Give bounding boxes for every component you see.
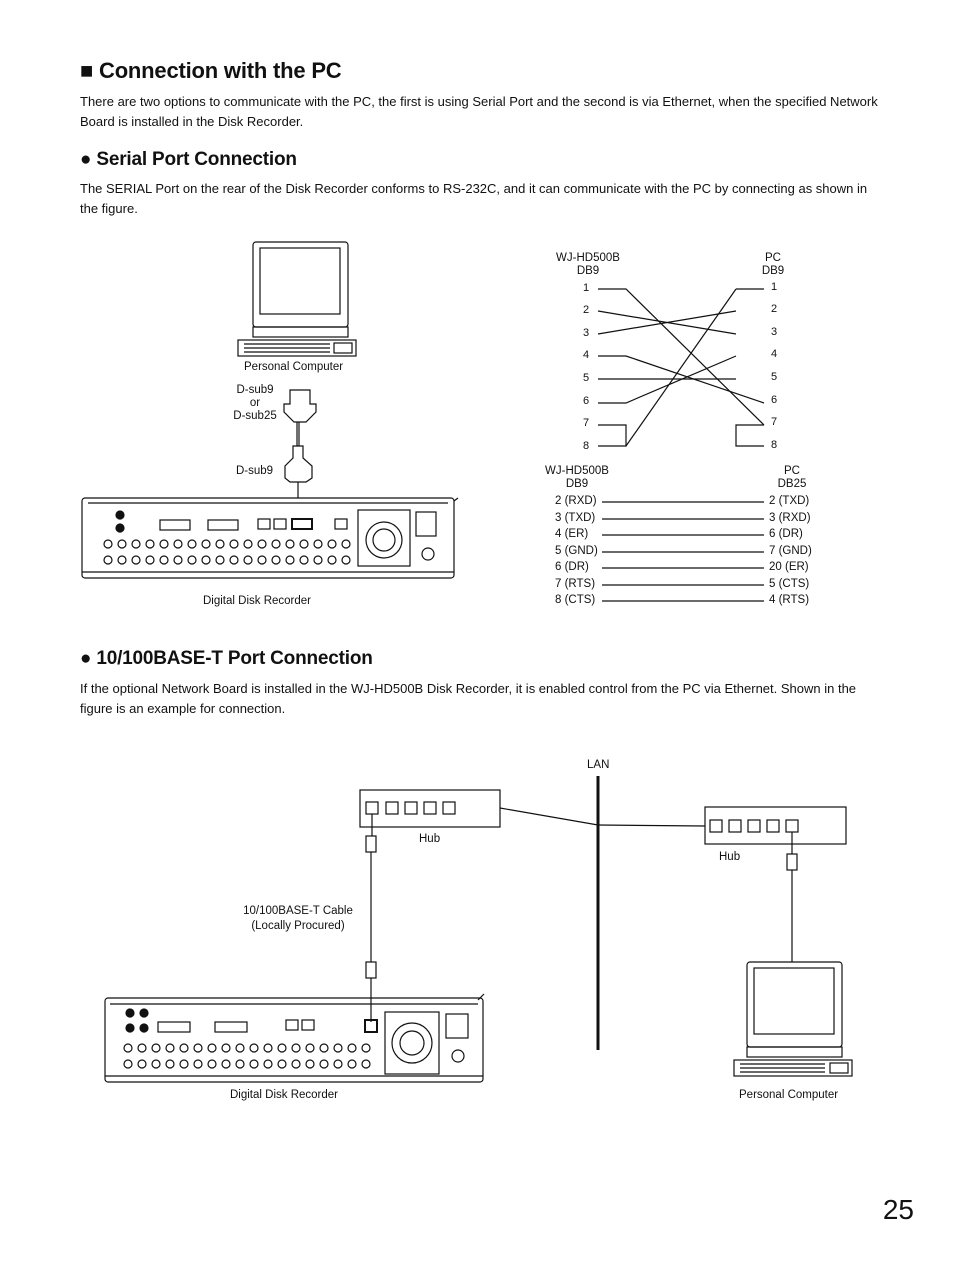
db9-left-pin: 1 <box>583 282 590 294</box>
db9-right-title-2: DB9 <box>761 265 785 277</box>
ethernet-recorder-bnc-row-2 <box>123 1059 371 1069</box>
page-number: 25 <box>882 1194 914 1225</box>
db9-right-title: PC DB9 <box>753 252 793 278</box>
db9-right-pin: 7 <box>771 416 778 428</box>
db25-left-pin: 4 (ER) <box>555 528 589 540</box>
db9-right-pin: 8 <box>771 439 778 451</box>
db25-left-pin: 8 (CTS) <box>555 594 596 606</box>
db25-right-pin: 6 (DR) <box>769 528 803 540</box>
db9-left-title: WJ-HD500B DB9 <box>553 252 623 278</box>
db9-left-pin: 4 <box>583 349 590 361</box>
db9-left-pin: 2 <box>583 304 590 316</box>
db25-wiring-lines <box>602 501 764 602</box>
ethernet-heading: ● 10/100BASE-T Port Connection <box>80 648 373 669</box>
db25-right-pin: 2 (TXD) <box>769 495 810 507</box>
ethernet-recorder-icon <box>104 993 485 1083</box>
section-heading: ■ Connection with the PC <box>80 58 342 83</box>
db25-left-pin: 6 (DR) <box>555 561 589 573</box>
db25-right-title-2: DB25 <box>777 478 807 490</box>
serial-recorder-bnc-row-2 <box>103 555 351 565</box>
intro-paragraph: There are two options to communicate wit… <box>80 94 878 129</box>
serial-heading: ● Serial Port Connection <box>80 149 297 170</box>
db9-right-pin: 4 <box>771 348 778 360</box>
db25-right-pin: 3 (RXD) <box>769 512 811 524</box>
dsub-top-line-3: D-sub25 <box>233 410 277 422</box>
db25-left-title-1: WJ-HD500B <box>545 465 609 477</box>
serial-recorder-label: Digital Disk Recorder <box>203 595 312 607</box>
db9-right-pin: 1 <box>771 281 778 293</box>
db25-left-pin: 5 (GND) <box>555 545 598 557</box>
db9-wiring-lines <box>597 288 765 447</box>
lan-right-branch <box>597 824 706 827</box>
db25-right-pin: 4 (RTS) <box>769 594 810 606</box>
db25-right-title-1: PC <box>784 465 800 477</box>
db9-left-title-2: DB9 <box>576 265 600 277</box>
db9-left-pin: 3 <box>583 327 590 339</box>
hub-right-icon <box>704 806 847 962</box>
cable-label: 10/100BASE-T Cable (Locally Procured) <box>234 904 362 934</box>
db25-left-pin: 2 (RXD) <box>555 495 597 507</box>
serial-cable-icon <box>283 389 317 498</box>
db25-right-title: PC DB25 <box>770 465 814 491</box>
cable-label-line-2: (Locally Procured) <box>251 920 345 932</box>
ethernet-recorder-label: Digital Disk Recorder <box>230 1089 339 1101</box>
serial-recorder-icon <box>81 497 459 579</box>
db25-left-pin: 3 (TXD) <box>555 512 596 524</box>
db25-right-pin: 5 (CTS) <box>769 578 810 590</box>
hub-left-icon <box>359 789 501 1022</box>
db9-left-pin: 5 <box>583 372 590 384</box>
ethernet-recorder-front-jacks <box>125 1008 149 1033</box>
db25-left-pin: 7 (RTS) <box>555 578 596 590</box>
ethernet-recorder-bnc-row-1 <box>123 1043 371 1053</box>
serial-pc-label: Personal Computer <box>244 361 344 373</box>
lan-left-branch <box>499 807 599 826</box>
db9-right-pin: 3 <box>771 326 778 338</box>
cable-label-line-1: 10/100BASE-T Cable <box>243 905 353 917</box>
db9-right-pin: 6 <box>771 394 778 406</box>
dsub-top-line-1: D-sub9 <box>236 384 274 396</box>
db9-left-pin: 7 <box>583 417 590 429</box>
hub-left-label: Hub <box>419 833 441 845</box>
db25-left-title-2: DB9 <box>565 478 589 490</box>
lan-label: LAN <box>587 759 610 771</box>
serial-recorder-bnc-row-1 <box>103 539 351 549</box>
dsub-top-line-2: or <box>249 397 261 409</box>
db9-left-title-1: WJ-HD500B <box>556 252 620 264</box>
db9-right-title-1: PC <box>765 252 781 264</box>
serial-paragraph: The SERIAL Port on the rear of the Disk … <box>80 181 868 216</box>
ethernet-paragraph: If the optional Network Board is install… <box>80 681 857 716</box>
db9-left-pin: 8 <box>583 440 590 452</box>
ethernet-pc-monitor-icon <box>733 961 853 1077</box>
ethernet-pc-label: Personal Computer <box>739 1089 839 1101</box>
dsub-top-label: D-sub9 or D-sub25 <box>230 384 280 423</box>
serial-pc-monitor-icon <box>237 241 357 357</box>
db9-right-pin: 5 <box>771 371 778 383</box>
db25-right-pin: 20 (ER) <box>769 561 809 573</box>
db25-left-title: WJ-HD500B DB9 <box>542 465 612 491</box>
dsub-bottom-label: D-sub9 <box>236 465 274 477</box>
db9-left-pin: 6 <box>583 395 590 407</box>
hub-right-label: Hub <box>719 851 741 863</box>
db25-right-pin: 7 (GND) <box>769 545 812 557</box>
db9-right-pin: 2 <box>771 303 778 315</box>
serial-recorder-front-jacks <box>115 510 125 533</box>
